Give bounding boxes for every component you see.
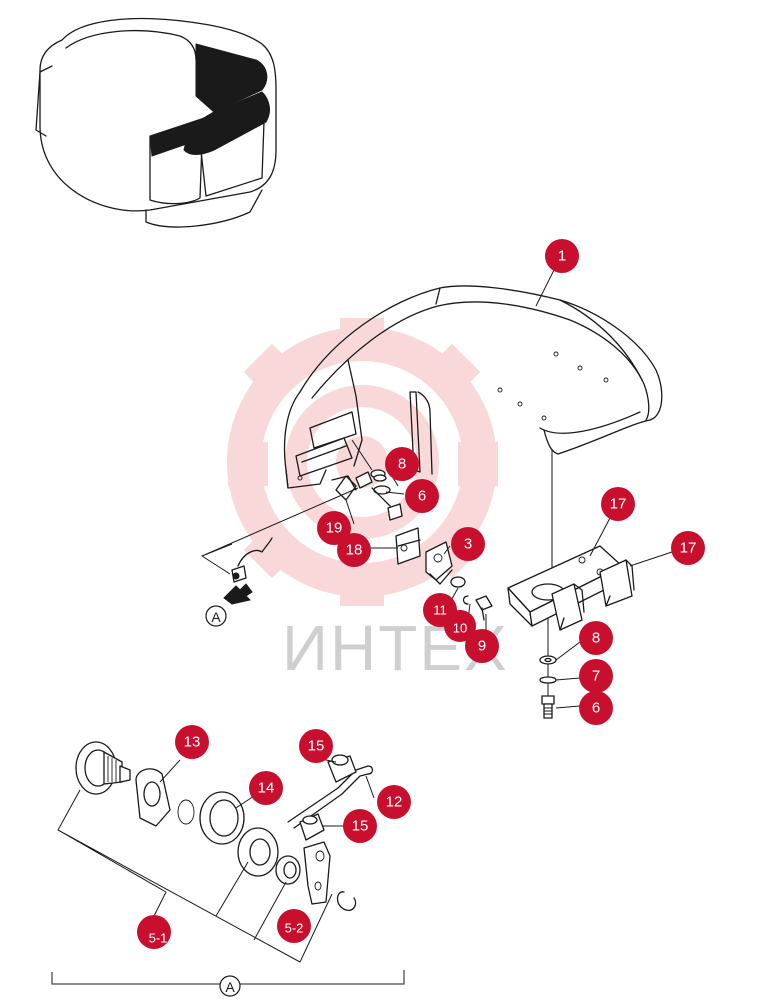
svg-text:14: 14 (258, 780, 275, 797)
callout-6-upper[interactable]: 6 (405, 479, 439, 513)
leader-cab-to-detail (200, 487, 359, 575)
callout-5-1[interactable]: 5-1 (137, 915, 171, 949)
svg-text:8: 8 (398, 456, 406, 473)
canopy-roof (283, 285, 663, 489)
detail-label-marker: A (219, 975, 241, 997)
callout-7[interactable]: 7 (579, 659, 613, 693)
svg-text:9: 9 (478, 638, 486, 655)
callout-17-left[interactable]: 17 (601, 487, 635, 521)
cable-plug-detail (231, 537, 273, 583)
svg-text:3: 3 (464, 536, 472, 553)
svg-text:12: 12 (386, 794, 403, 811)
callout-15-lower[interactable]: 15 (343, 809, 377, 843)
svg-text:19: 19 (326, 520, 343, 537)
svg-text:7: 7 (592, 668, 600, 685)
svg-text:13: 13 (184, 734, 201, 751)
svg-text:8: 8 (592, 630, 600, 647)
callout-10[interactable]: 10 (444, 610, 476, 642)
callout-8-lower[interactable]: 8 (579, 621, 613, 655)
svg-text:A: A (211, 609, 221, 625)
callout-8-upper[interactable]: 8 (385, 447, 419, 481)
detail-ref-marker: A (205, 605, 227, 627)
cab-thumbnail (35, 17, 277, 228)
detail-a-bracket (51, 970, 405, 985)
callout-12[interactable]: 12 (377, 785, 411, 819)
svg-text:11: 11 (433, 603, 447, 618)
callout-3[interactable]: 3 (451, 527, 485, 561)
svg-text:17: 17 (680, 540, 697, 557)
callout-13[interactable]: 13 (175, 725, 209, 759)
detail-a-assembly (75, 741, 374, 911)
callout-1[interactable]: 1 (545, 239, 579, 273)
svg-text:17: 17 (610, 496, 627, 513)
callout-5-2[interactable]: 5-2 (277, 909, 311, 943)
svg-text:15: 15 (308, 738, 325, 755)
svg-text:6: 6 (418, 488, 426, 505)
arrow-to-detail-icon (223, 583, 253, 605)
svg-text:15: 15 (352, 818, 369, 835)
callout-6-lower[interactable]: 6 (579, 691, 613, 725)
callout-17-right[interactable]: 17 (671, 531, 705, 565)
callout-18[interactable]: 18 (337, 533, 371, 567)
svg-text:1: 1 (558, 248, 566, 265)
svg-text:6: 6 (592, 700, 600, 717)
fastener-stack-right (539, 655, 557, 719)
svg-text:10: 10 (453, 621, 467, 636)
callout-19[interactable]: 19 (317, 511, 351, 545)
svg-text:A: A (225, 979, 235, 995)
svg-text:5-2: 5-2 (285, 921, 304, 936)
callout-15-upper[interactable]: 15 (299, 729, 333, 763)
hinge-bracket (507, 545, 635, 631)
callout-9[interactable]: 9 (465, 629, 499, 663)
svg-text:5-1: 5-1 (149, 931, 168, 946)
svg-text:18: 18 (346, 542, 363, 559)
callout-14[interactable]: 14 (249, 771, 283, 805)
leader-tree (57, 789, 333, 963)
leader-canopy-cable (351, 439, 373, 471)
